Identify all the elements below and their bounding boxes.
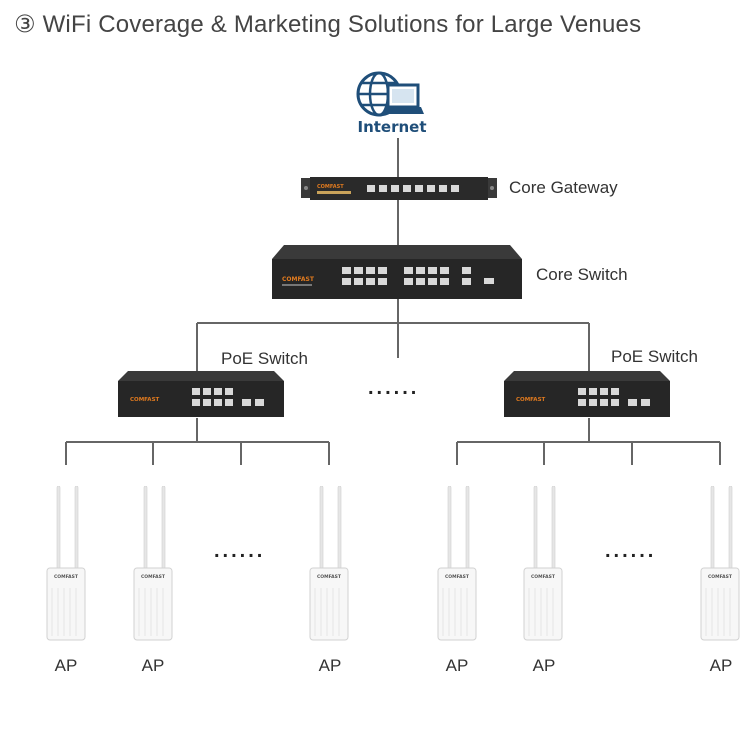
core-switch-label: Core Switch <box>536 265 628 284</box>
access-point-device <box>46 486 86 641</box>
access-point-device <box>523 486 563 641</box>
more-aps-ellipsis: ...... <box>214 540 266 562</box>
access-point-device <box>309 486 349 641</box>
ap-label: AP <box>318 656 342 675</box>
globe-computer-icon <box>356 71 424 117</box>
access-point-device <box>133 486 173 641</box>
ap-label: AP <box>532 656 556 675</box>
ap-label: AP <box>141 656 165 675</box>
svg-text:COMFAST: COMFAST <box>516 397 546 403</box>
core-switch-device: COMFAST <box>272 245 522 299</box>
ap-label: AP <box>54 656 78 675</box>
page-title: ③ WiFi Coverage & Marketing Solutions fo… <box>14 11 642 38</box>
core-gateway-label: Core Gateway <box>509 178 618 197</box>
brand-logo: COMFAST <box>317 184 344 190</box>
poe-switch-device: COMFAST <box>504 371 670 417</box>
core-gateway-device: COMFAST <box>301 177 497 200</box>
poe-switch-label: PoE Switch <box>221 349 308 368</box>
access-point-device <box>700 486 740 641</box>
svg-text:COMFAST: COMFAST <box>130 397 160 403</box>
ap-label: AP <box>445 656 469 675</box>
ap-label: AP <box>709 656 733 675</box>
internet-label: Internet <box>357 118 427 136</box>
poe-switch-device: COMFAST <box>118 371 284 417</box>
more-switches-ellipsis: ...... <box>368 377 420 399</box>
svg-text:COMFAST: COMFAST <box>282 276 315 283</box>
more-aps-ellipsis: ...... <box>605 540 657 562</box>
access-point-device <box>437 486 477 641</box>
poe-switch-label: PoE Switch <box>611 347 698 366</box>
